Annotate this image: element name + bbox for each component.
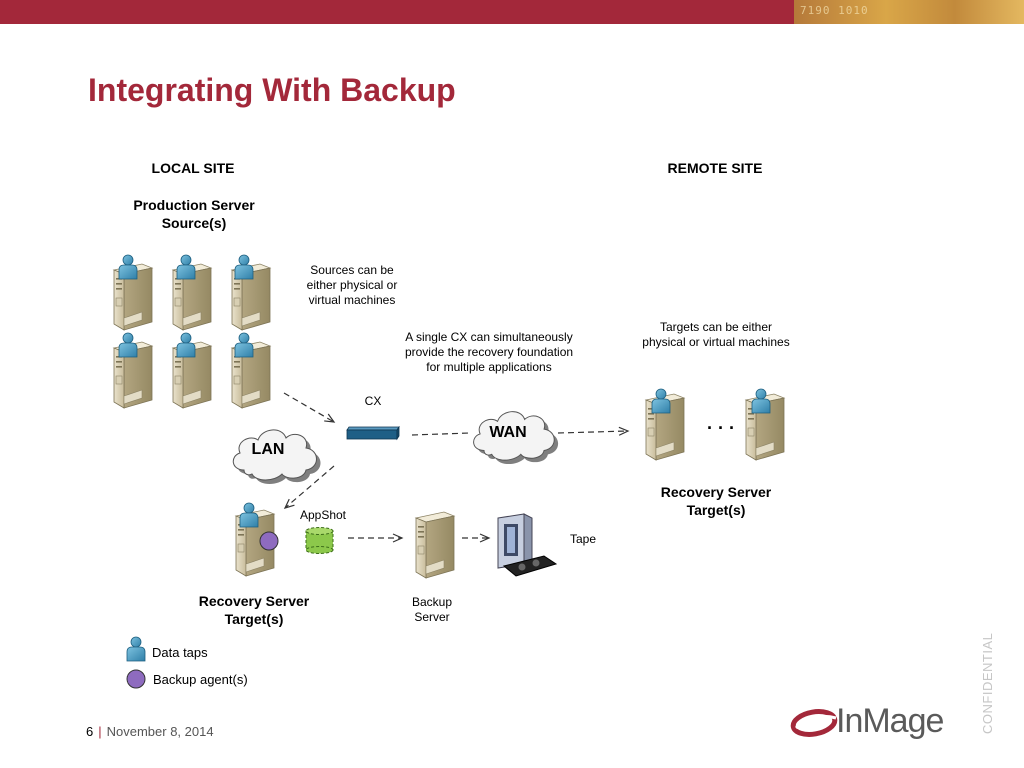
local-recovery-label: Recovery Server Target(s): [170, 592, 338, 628]
legend-backup-agent-icon: [126, 669, 146, 689]
sources-note: Sources can be either physical or virtua…: [282, 263, 422, 308]
production-server-label-line1: Production Server: [133, 197, 255, 213]
header-decoration: 7190 1010: [794, 0, 1024, 24]
lan-label: LAN: [251, 441, 285, 458]
production-server-label: Production Server Source(s): [104, 196, 284, 232]
appshot-icon: [305, 527, 334, 554]
header-decoration-text: 7190 1010: [800, 4, 869, 17]
confidential-text: CONFIDENTIAL: [980, 632, 995, 734]
local-site-heading: LOCAL SITE: [151, 160, 235, 176]
backup-agent-icon: [259, 531, 279, 551]
cx-note-line2: provide the recovery foundation: [404, 345, 574, 359]
remote-recovery-label: Recovery Server Target(s): [630, 483, 802, 519]
footer-date: November 8, 2014: [106, 724, 214, 739]
cx-appliance-icon: [346, 426, 400, 441]
tape-label: Tape: [569, 532, 597, 546]
sources-note-line2: either physical or: [306, 278, 398, 292]
cx-note-line3: for multiple applications: [426, 360, 552, 374]
data-tap-icon: [650, 388, 672, 414]
targets-note-line1: Targets can be either: [659, 320, 773, 334]
local-recovery-label-line1: Recovery Server: [198, 593, 310, 609]
legend-backup-agents-label: Backup agent(s): [153, 672, 248, 687]
sources-note-line3: virtual machines: [308, 293, 396, 307]
targets-note: Targets can be either physical or virtua…: [626, 320, 806, 350]
production-to-cx-arrow: [283, 392, 336, 423]
more-servers-ellipsis: · · ·: [707, 418, 735, 438]
tape-library-icon: [497, 513, 558, 577]
backup-server-label: Backup Server: [396, 595, 468, 625]
remote-recovery-label-line2: Target(s): [686, 502, 746, 518]
cx-to-local-recovery-arrow: [283, 465, 335, 509]
wan-to-remote-arrow: [557, 426, 630, 436]
footer-separator: |: [98, 724, 102, 739]
slide-title: Integrating With Backup: [88, 72, 456, 108]
remote-recovery-label-line1: Recovery Server: [660, 484, 772, 500]
confidential-watermark: CONFIDENTIAL: [968, 630, 1008, 740]
logo-text: InMage: [836, 702, 944, 740]
data-tap-icon: [238, 502, 260, 528]
remote-site-heading: REMOTE SITE: [667, 160, 763, 176]
legend-data-taps-label: Data taps: [152, 645, 208, 660]
backup-server-label-line1: Backup: [411, 595, 453, 609]
inmage-logo: InMage: [790, 700, 960, 744]
production-server-label-line2: Source(s): [161, 215, 227, 231]
logo-swoosh-icon: [790, 709, 838, 737]
page-number: 6: [86, 724, 94, 739]
cx-note: A single CX can simultaneously provide t…: [384, 330, 594, 375]
legend-data-tap-icon: [125, 636, 147, 662]
cx-note-line1: A single CX can simultaneously: [405, 330, 573, 344]
sources-note-line1: Sources can be: [310, 263, 394, 277]
backup-server-label-line2: Server: [414, 610, 450, 624]
cx-to-wan-line: [411, 432, 471, 436]
backup-server-icon: [410, 510, 458, 582]
wan-label: WAN: [489, 424, 527, 441]
footer: 6 | November 8, 2014: [86, 724, 214, 739]
appshot-label: AppShot: [299, 508, 347, 522]
cx-label: CX: [364, 394, 382, 408]
targets-note-line2: physical or virtual machines: [642, 335, 790, 349]
local-recovery-label-line2: Target(s): [224, 611, 284, 627]
data-tap-icon: [750, 388, 772, 414]
